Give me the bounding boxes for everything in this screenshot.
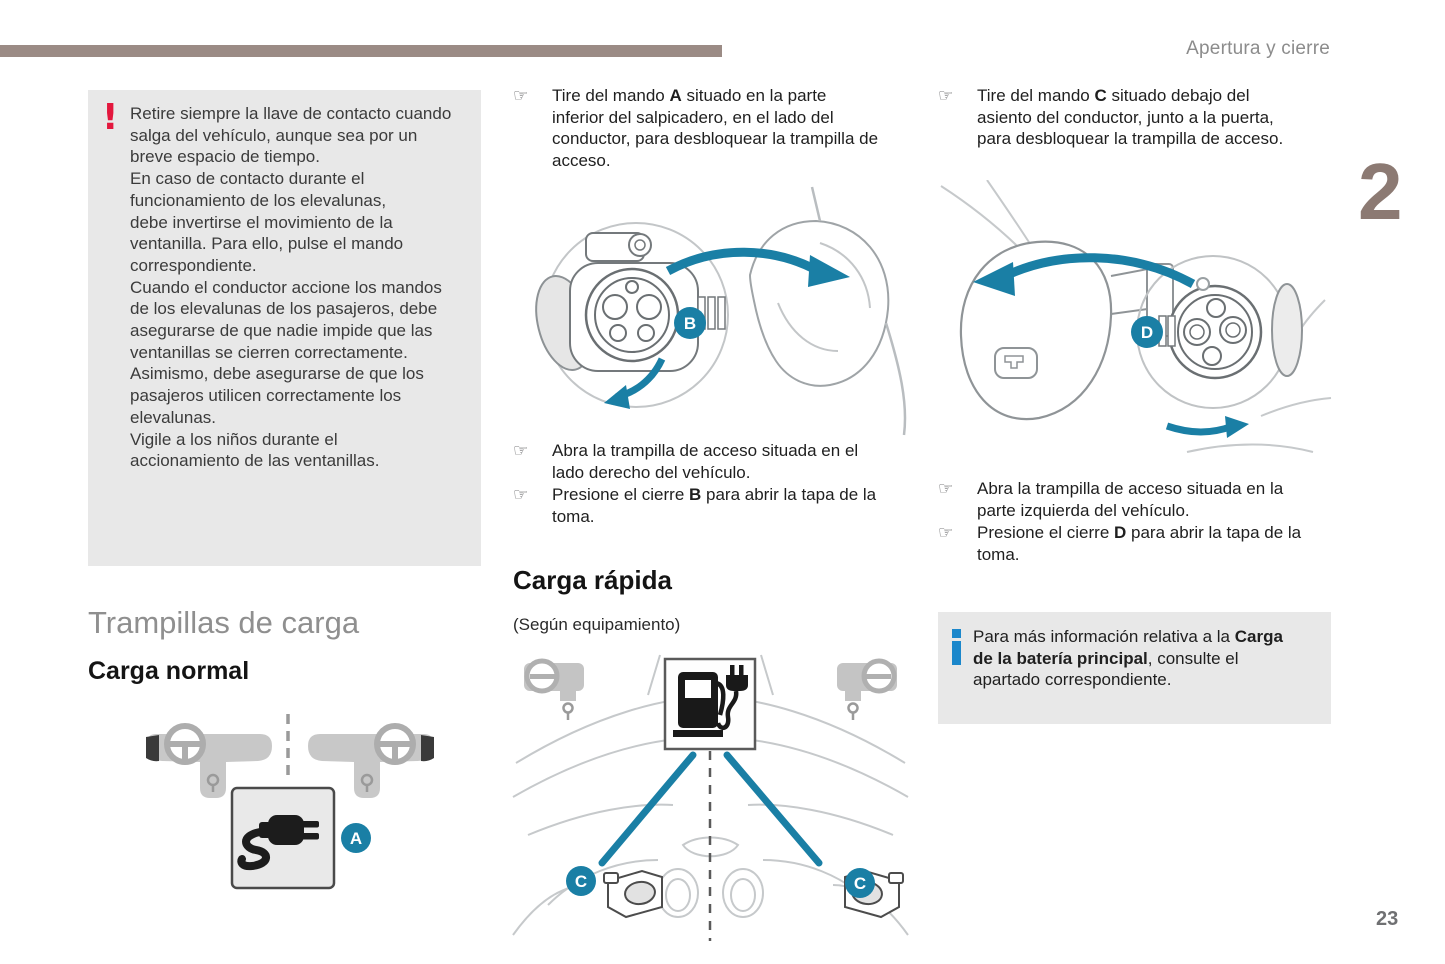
charge-socket-icon (584, 267, 680, 363)
svg-text:B: B (684, 314, 696, 333)
text-segment: Presione el cierre (552, 485, 690, 505)
text-segment: Abra la trampilla de acceso situada en e… (552, 441, 859, 482)
pointing-hand-icon: ☞ (938, 86, 954, 106)
chapter-rule-bar (0, 45, 722, 57)
text-segment: Presione el cierre (977, 523, 1115, 543)
bullet-text: Presione el cierre D para abrir la tapa … (977, 522, 1343, 565)
steering-corner-left-icon (524, 658, 584, 720)
subsection-title-carga-normal: Carga normal (88, 657, 250, 685)
flap-arrow (1165, 416, 1249, 438)
carga-rapida-illustration: C C (512, 654, 909, 941)
instruction-bullet: ☞ Tire del mando A situado en la parte i… (513, 85, 918, 172)
side-reflector (1271, 283, 1303, 377)
pointing-hand-icon: ☞ (513, 441, 529, 461)
text-segment: Tire del mando (977, 86, 1095, 105)
pointing-hand-icon: ☞ (513, 485, 529, 506)
trampilla-b-illustration: B (535, 186, 907, 436)
figure-trampilla-d: D (935, 179, 1335, 475)
label-badge-b: B (674, 307, 706, 339)
figure-carga-rapida: C C (508, 645, 913, 950)
text-bold-segment: D (1114, 523, 1127, 543)
pointer-line-right (723, 751, 823, 867)
bullet-text: Abra la trampilla de acceso situada en l… (977, 478, 1343, 521)
section-title-trampillas: Trampillas de carga (88, 605, 360, 640)
info-box: Para más información relativa a la Carga… (938, 612, 1331, 724)
instructions-middle-top: ☞ Tire del mando A situado en la parte i… (513, 85, 918, 172)
text-segment: Abra la trampilla de acceso situada en l… (977, 479, 1284, 520)
open-arrow (973, 253, 1196, 296)
pointing-hand-icon: ☞ (513, 86, 529, 106)
info-icon-dot (952, 629, 961, 638)
warning-exclamation-icon: ! (102, 97, 119, 138)
bullet-text: Tire del mando C situado debajo del asie… (977, 85, 1343, 150)
text-segment: para abrir la tapa de la toma. (552, 485, 877, 527)
text-segment: Para más información relativa a la (973, 627, 1235, 646)
info-icon-stem (952, 641, 961, 665)
page-number: 23 (1376, 908, 1399, 930)
charging-handle-outline (748, 186, 907, 436)
instructions-right-bottom: ☞ Abra la trampilla de acceso situada en… (938, 478, 1343, 566)
subsection-title-carga-rapida: Carga rápida (513, 565, 672, 595)
steering-corner-right-icon (837, 658, 897, 720)
pointing-hand-icon: ☞ (938, 523, 954, 544)
instruction-bullet: ☞ Tire del mando C situado debajo del as… (938, 85, 1343, 150)
fast-charge-socket-icon (1158, 284, 1263, 380)
instruction-bullet: ☞ Presione el cierre D para abrir la tap… (938, 522, 1343, 565)
bullet-text: Presione el cierre B para abrir la tapa … (552, 484, 918, 527)
flap-arrow (604, 357, 666, 409)
open-arrow (665, 247, 850, 287)
label-badge-c-right: C (845, 868, 875, 898)
plug-icon (237, 815, 319, 871)
instruction-bullet: ☞ Abra la trampilla de acceso situada en… (938, 478, 1343, 521)
instructions-middle-bottom: ☞ Abra la trampilla de acceso situada en… (513, 440, 918, 528)
info-icon (952, 626, 961, 710)
release-lever-left (603, 869, 663, 919)
text-bold-segment: C (1094, 86, 1107, 105)
trampilla-d-illustration: D (940, 179, 1332, 453)
pointing-hand-icon: ☞ (938, 479, 954, 499)
bullet-text: Abra la trampilla de acceso situada en e… (552, 440, 918, 483)
text-segment: , consulte el apartado correspondiente. (973, 648, 1239, 690)
figure-trampilla-b: B (520, 183, 910, 443)
carga-normal-illustration: A (140, 714, 440, 890)
svg-text:A: A (350, 829, 362, 848)
label-badge-a: A (341, 823, 371, 853)
text-segment: situado en la parte inferior del salpica… (552, 86, 879, 171)
text-segment: situado debajo del asiento del conductor… (977, 86, 1284, 149)
label-badge-c-left: C (566, 866, 596, 896)
svg-text:C: C (854, 874, 866, 893)
text-segment: para abrir la tapa de la toma. (977, 523, 1302, 565)
equipment-note: (Según equipamiento) (513, 615, 681, 634)
svg-text:D: D (1141, 323, 1153, 342)
figure-carga-normal: A (140, 712, 440, 897)
text-bold-segment: B (689, 485, 702, 505)
text-bold-segment: Carga de la batería principal (973, 627, 1283, 668)
instruction-bullet: ☞ Abra la trampilla de acceso situada en… (513, 440, 918, 483)
chapter-number: 2 (1358, 147, 1403, 236)
info-text: Para más información relativa a la Carga… (973, 626, 1283, 710)
warning-box: ! Retire siempre la llave de contacto cu… (88, 90, 481, 566)
text-segment: Tire del mando (552, 86, 670, 105)
bullet-text: Tire del mando A situado en la parte inf… (552, 85, 918, 172)
pointer-line-left (598, 751, 697, 867)
svg-text:C: C (575, 872, 587, 891)
instructions-right-top: ☞ Tire del mando C situado debajo del as… (938, 85, 1343, 150)
page-header: Apertura y cierre (1186, 38, 1330, 59)
label-badge-d: D (1131, 316, 1163, 348)
charging-station-icon (663, 657, 757, 751)
instruction-bullet: ☞ Presione el cierre B para abrir la tap… (513, 484, 918, 527)
text-bold-segment: A (669, 86, 682, 105)
warning-text: Retire siempre la llave de contacto cuan… (130, 104, 452, 471)
